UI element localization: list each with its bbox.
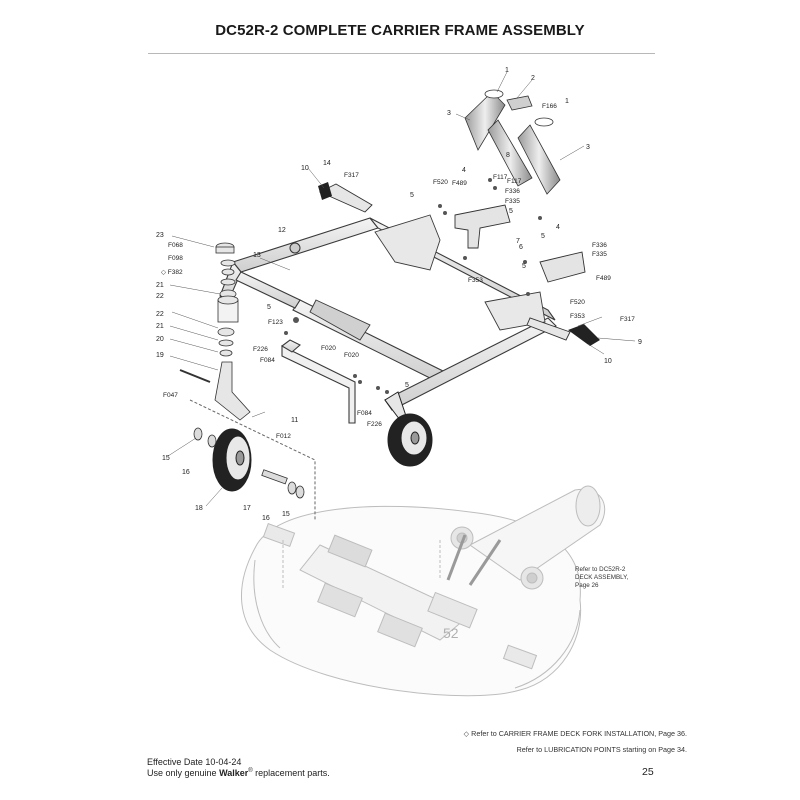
page-title: DC52R-2 COMPLETE CARRIER FRAME ASSEMBLY xyxy=(215,22,585,39)
callout: 21 xyxy=(156,323,164,330)
callout: F226 xyxy=(367,421,382,428)
callout: F084 xyxy=(357,410,372,417)
callout: 16 xyxy=(262,515,270,522)
spring-assembly xyxy=(464,89,561,195)
callout: F489 xyxy=(452,180,467,187)
callout: 13 xyxy=(253,252,261,259)
callout: 5 xyxy=(405,382,409,389)
lubrication-note: Refer to LUBRICATION POINTS starting on … xyxy=(516,745,687,754)
callout: 5 xyxy=(522,263,526,270)
genuine-prefix: Use only genuine xyxy=(147,768,220,778)
genuine-suffix: replacement parts. xyxy=(252,768,330,778)
callout: 11 xyxy=(291,417,298,424)
pivot-bracket xyxy=(539,251,586,283)
callout: 16 xyxy=(182,469,190,476)
callout: 5 xyxy=(541,233,545,240)
callout: 8 xyxy=(506,152,510,159)
callout: 9 xyxy=(638,339,642,346)
callout: 15 xyxy=(162,455,170,462)
callout: 3 xyxy=(586,144,590,151)
pivot-yoke xyxy=(454,204,511,249)
deck-assembly-reference: Refer to DC52R-2 DECK ASSEMBLY, Page 26 xyxy=(575,566,628,590)
callout: F335 xyxy=(592,251,607,258)
callout: 4 xyxy=(462,167,466,174)
right-caster-wheel xyxy=(384,391,433,467)
callout: 6 xyxy=(519,244,523,251)
callout: 23 xyxy=(156,232,164,239)
callout: F047 xyxy=(163,392,178,399)
callout: 20 xyxy=(156,336,164,343)
callout: 4 xyxy=(556,224,560,231)
callout: F520 xyxy=(433,179,448,186)
callout: F317 xyxy=(620,316,635,323)
callout: F020 xyxy=(344,352,359,359)
callout: F353 xyxy=(570,313,585,320)
deck-size-label: 52 xyxy=(443,625,459,641)
callout: 18 xyxy=(195,505,203,512)
callout: 19 xyxy=(156,352,164,359)
callout: F489 xyxy=(596,275,611,282)
callout: 3 xyxy=(447,110,451,117)
callout: 22 xyxy=(156,293,164,300)
callout: F336 xyxy=(592,242,607,249)
callout: 22 xyxy=(156,311,164,318)
callout: F068 xyxy=(168,242,183,249)
callout: 1 xyxy=(565,98,569,105)
callout: 7 xyxy=(516,238,520,245)
callout: F123 xyxy=(268,319,283,326)
callout: F117 xyxy=(507,178,522,185)
callout: 17 xyxy=(243,505,251,512)
mower-deck xyxy=(241,485,606,697)
callout: F117 xyxy=(493,174,508,181)
callout: 15 xyxy=(282,511,290,518)
title-rule xyxy=(148,53,655,54)
deck-ref-line: Refer to DC52R-2 xyxy=(575,566,626,573)
callout: F084 xyxy=(260,357,275,364)
callout: 1 xyxy=(505,67,509,74)
callout: F335 xyxy=(505,198,520,205)
callout-labels: 1 2 F166 1 3 8 3 10 14 F317 4 F520 F489 … xyxy=(156,67,642,522)
callout: 12 xyxy=(278,227,286,234)
callout: 10 xyxy=(301,165,309,172)
page-number: 25 xyxy=(642,766,654,778)
deck-ref-line: DECK ASSEMBLY, xyxy=(575,574,629,581)
callout: 5 xyxy=(267,304,271,311)
callout: 21 xyxy=(156,282,164,289)
deck-ref-line: Page 26 xyxy=(575,582,599,589)
callout: 10 xyxy=(604,358,612,365)
callout: F353 xyxy=(468,277,483,284)
left-caster-wheel xyxy=(212,428,252,492)
callout: 5 xyxy=(509,208,513,215)
registered-mark: ® xyxy=(248,768,253,774)
callout: F336 xyxy=(505,188,520,195)
callout: F317 xyxy=(344,172,359,179)
callout: F012 xyxy=(276,433,291,440)
callout: F166 xyxy=(542,103,557,110)
callout: ◇ F382 xyxy=(161,269,183,276)
genuine-parts-notice: Use only genuine Walker® replacement par… xyxy=(147,768,330,778)
callout: F098 xyxy=(168,255,183,262)
left-caster-stack xyxy=(214,242,251,421)
callout: 2 xyxy=(531,75,535,82)
callout: F020 xyxy=(321,345,336,352)
callout: F520 xyxy=(570,299,585,306)
callout: 14 xyxy=(323,160,331,167)
effective-date: Effective Date 10-04-24 xyxy=(147,757,242,767)
callout: 5 xyxy=(410,192,414,199)
brand-name: Walker xyxy=(219,768,249,778)
fork-installation-note: ◇ Refer to CARRIER FRAME DECK FORK INSTA… xyxy=(463,729,687,738)
callout: F226 xyxy=(253,346,268,353)
